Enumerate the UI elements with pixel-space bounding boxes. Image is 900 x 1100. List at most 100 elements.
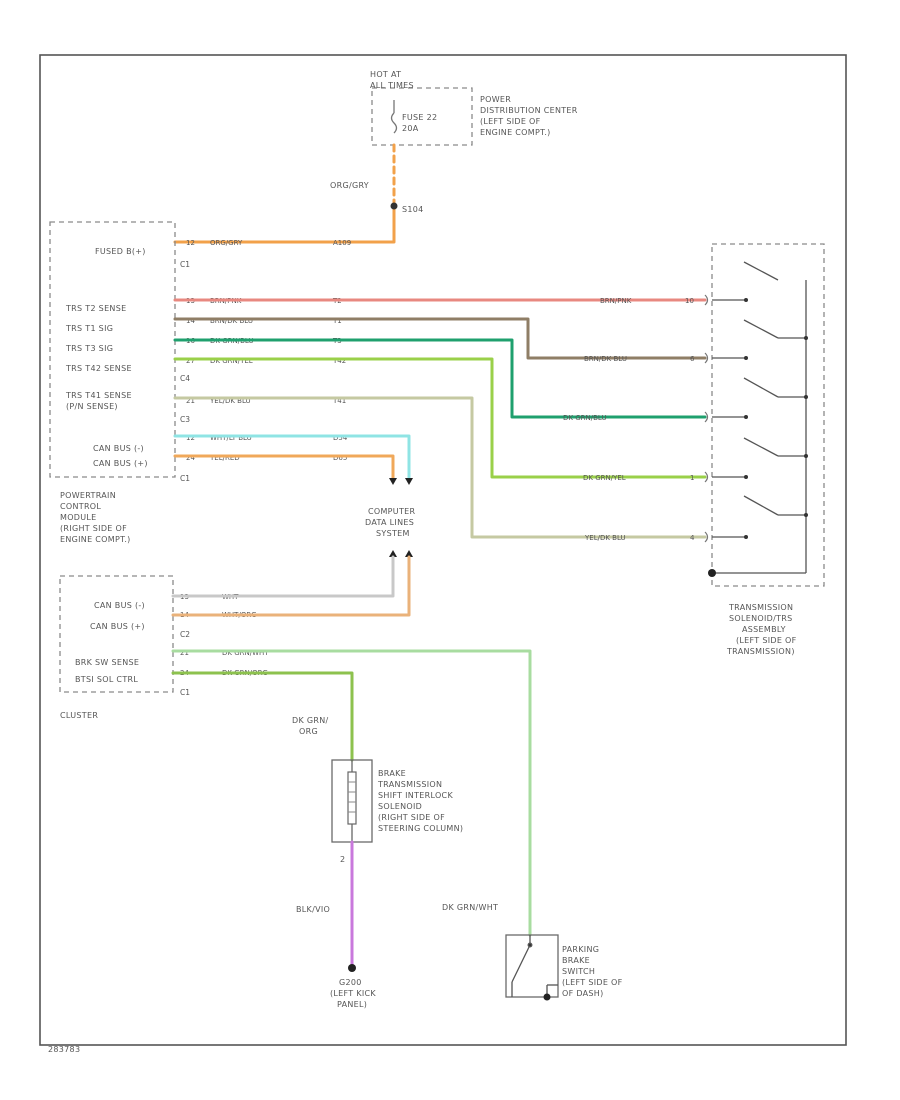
trs-label-brn-blu: BRN/DK BLU: [584, 355, 627, 363]
pcm-pin-t42: TRS T42 SENSE: [65, 364, 132, 373]
trs-wire-labels: BRN/PNK 10 BRN/DK BLU 6 DK GRN/BLU DK GR…: [563, 297, 695, 542]
pcm-pin-t2: TRS T2 SENSE: [65, 304, 126, 313]
parking-name-1: PARKING: [562, 945, 599, 954]
pcm-pin-t3: TRS T3 SIG: [65, 344, 113, 353]
fuse-label: FUSE 22: [402, 113, 437, 122]
btsi-name-5: (RIGHT SIDE OF: [378, 813, 445, 822]
wire-wht-blu: [173, 434, 411, 482]
pdc-label-1: POWER: [480, 95, 511, 104]
btsi-name-3: SHIFT INTERLOCK: [378, 791, 453, 800]
power-wire-label: ORG/GRY: [330, 181, 369, 190]
cluster-pin-btsi: BTSI SOL CTRL: [75, 675, 138, 684]
wire-wht: [171, 555, 395, 598]
trs-name-4: (LEFT SIDE OF: [736, 636, 797, 645]
trs-label-yel-blu: YEL/DK BLU: [584, 534, 626, 542]
pdc-label-2: DISTRIBUTION CENTER: [480, 106, 578, 115]
hot-at-label: HOT AT: [370, 70, 401, 79]
pcm-conn-c1: C1: [180, 260, 190, 269]
pcm-conn-c4: C4: [180, 374, 190, 383]
parking-switch-box: [505, 934, 559, 998]
pcm-name-2: CONTROL: [60, 502, 101, 511]
trs-label-dk-grn-yel: DK GRN/YEL: [583, 474, 626, 482]
all-times-label: ALL TIMES: [370, 81, 414, 90]
trs-label-dk-grn-blu: DK GRN/BLU: [563, 414, 607, 422]
diagram-frame: [39, 54, 847, 1046]
cluster-box: [59, 575, 174, 693]
parking-ground-icon: [543, 993, 551, 1001]
pcm-wire-org-gry: ORG/GRY: [210, 239, 243, 247]
wire-dk-grn-blu: [173, 338, 707, 419]
parking-switch-icon: [511, 935, 558, 997]
trs-name-5: TRANSMISSION): [726, 647, 795, 656]
splice-s104: [390, 202, 398, 210]
trs-switch-contacts: [744, 298, 808, 539]
pcm-wire-d65: D65: [333, 454, 347, 462]
trs-pin-10: 10: [685, 297, 694, 305]
trs-name-2: SOLENOID/TRS: [729, 614, 793, 623]
pdc-box: [371, 87, 473, 146]
wire-dk-grn-yel: [173, 357, 707, 479]
btsi-name-6: STEERING COLUMN): [378, 824, 463, 833]
pcm-name-3: MODULE: [60, 513, 97, 522]
ground-line-1: (LEFT KICK: [330, 989, 376, 998]
trs-connector-pins: [704, 294, 709, 543]
pcm-wire-pin-21: 21: [186, 397, 195, 405]
can-wires-pcm: [173, 434, 411, 482]
btsi-name-2: TRANSMISSION: [377, 780, 442, 789]
pcm-wire-yel-red: YEL/RED: [209, 454, 240, 462]
pcm-pin-pn: (P/N SENSE): [66, 402, 118, 411]
dlc-arrow-1: [389, 478, 397, 485]
cluster-conn-c2: C2: [180, 630, 190, 639]
splice-label: S104: [402, 205, 424, 214]
cluster-pin-can-plus: CAN BUS (+): [90, 622, 145, 631]
dlc-label-3: SYSTEM: [376, 529, 410, 538]
cluster-wire-annotations: 13 WHT 14 WHT/ORG 21 DK GRN/WHT 24 DK GR…: [180, 593, 269, 677]
pcm-wire-pin-can-m: 12: [186, 434, 195, 442]
ground-id: G200: [339, 978, 362, 987]
wire-dk-grn-org: [171, 671, 354, 762]
dlc-arrow-3: [389, 550, 397, 557]
pcm-name-1: POWERTRAIN: [60, 491, 116, 500]
trs-switches: [712, 261, 807, 574]
pcm-pin-can-minus: CAN BUS (-): [93, 444, 144, 453]
pcm-wire-d54: D54: [333, 434, 348, 442]
wire-dk-grn-wht: [171, 649, 532, 937]
wire-yel-blu: [173, 396, 707, 539]
trs-label-brn-pnk: BRN/PNK: [600, 297, 632, 305]
ground-g200-icon: [348, 964, 356, 972]
trs-ground-icon: [708, 569, 716, 577]
wire-yel-red: [173, 454, 395, 482]
btsi-coil-icon: [347, 760, 357, 842]
btsi-name-4: SOLENOID: [378, 802, 422, 811]
btsi-wire-top-1: DK GRN/: [292, 716, 329, 725]
pcm-pin-fused-b: FUSED B(+): [95, 247, 146, 256]
pcm-pin-labels: FUSED B(+) TRS T2 SENSE TRS T1 SIG TRS T…: [65, 247, 148, 468]
trs-pin-4: 4: [690, 534, 695, 542]
pdc-label-3: (LEFT SIDE OF: [480, 117, 541, 126]
pcm-name-4: (RIGHT SIDE OF: [60, 524, 127, 533]
pcm-pin-can-plus: CAN BUS (+): [93, 459, 148, 468]
ground-line-2: PANEL): [337, 1000, 367, 1009]
btsi-wire-top-2: ORG: [299, 727, 318, 736]
pcm-wire-t41: T41: [332, 397, 346, 405]
parking-name-3: SWITCH: [562, 967, 595, 976]
pcm-pin-t41: TRS T41 SENSE: [65, 391, 132, 400]
pcm-wire-pin-12: 12: [186, 239, 195, 247]
trs-box: [711, 243, 825, 587]
btsi-pin-2: 2: [340, 855, 345, 864]
trs-name-1: TRANSMISSION: [728, 603, 793, 612]
cluster-wire-pin-21: 21: [180, 649, 189, 657]
pcm-wire-pin-14: 14: [186, 317, 195, 325]
dlc-arrow-4: [405, 550, 413, 557]
pcm-wire-t1: T1: [332, 317, 342, 325]
cluster-wire-dk-grn-wht: DK GRN/WHT: [222, 649, 269, 657]
parking-name-5: OF DASH): [562, 989, 604, 998]
pcm-wire-annotations: 12 ORG/GRY A109 13 BRN/PNK T2 14 BRN/DK …: [186, 239, 351, 462]
trs-pin-6: 6: [690, 355, 695, 363]
dlc-arrows: [389, 478, 413, 557]
pcm-conn-c1b: C1: [180, 474, 190, 483]
cluster-pin-brk: BRK SW SENSE: [75, 658, 139, 667]
fuse-icon: [390, 100, 398, 134]
